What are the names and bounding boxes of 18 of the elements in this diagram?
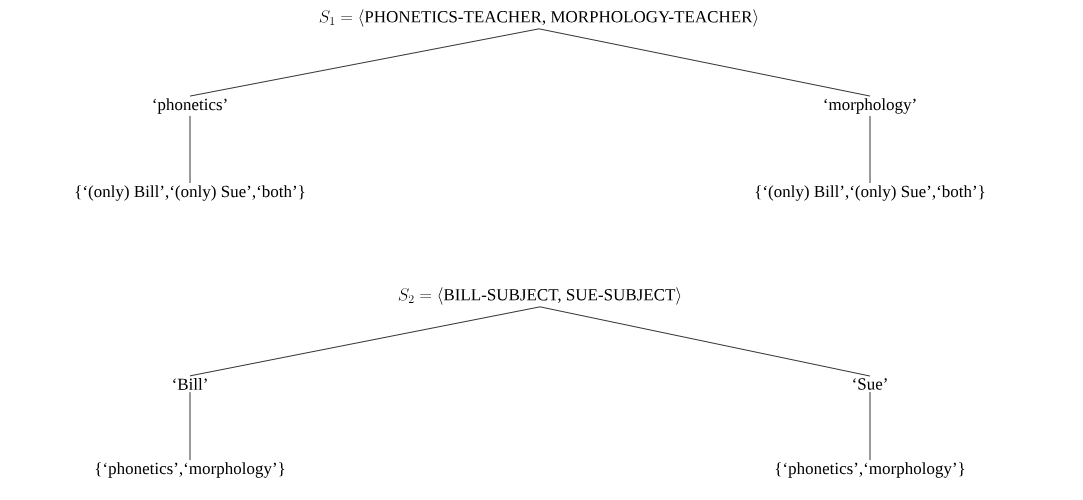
tree-label: {‘phonetics’,‘morphology’} bbox=[95, 462, 285, 478]
tree-label: ‘morphology’ bbox=[824, 98, 916, 114]
tree-branch bbox=[189, 306, 541, 377]
tree-branch bbox=[538, 28, 871, 97]
tree-label: ‘Bill’ bbox=[173, 378, 207, 390]
tree-branch bbox=[869, 115, 871, 184]
tree-label: {‘phonetics’,‘morphology’} bbox=[775, 462, 965, 478]
formula-label: $S_2 = \langle\text{BILL-SUBJECT, SUE-SUBJECT}\rangle$ bbox=[398, 287, 681, 305]
tree-branch bbox=[869, 391, 871, 461]
formula-label: $S_1 = \langle\text{PHONETICS-TEACHER, MORPHOLOGY-TEACHER}\rangle$ bbox=[319, 9, 758, 27]
tree-label: {‘(only) Bill’,‘(only) Sue’,‘both’} bbox=[75, 185, 305, 201]
tree-label: ‘phonetics’ bbox=[153, 98, 227, 114]
tree-label: {‘(only) Bill’,‘(only) Sue’,‘both’} bbox=[755, 185, 985, 201]
tree-label: ‘Sue’ bbox=[853, 378, 887, 390]
tree-branch bbox=[189, 115, 191, 184]
tree-branch bbox=[539, 306, 871, 377]
tree-branch bbox=[189, 28, 540, 97]
tree-branch bbox=[189, 391, 191, 461]
